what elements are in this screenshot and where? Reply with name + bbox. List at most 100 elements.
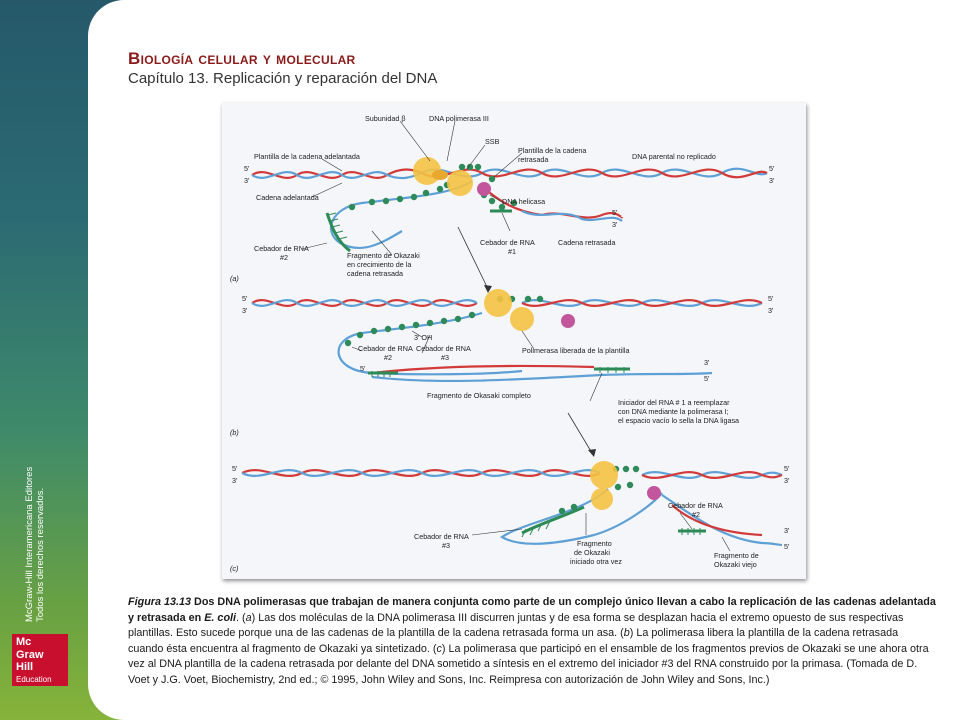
label-primer-3-num: #3: [441, 353, 449, 362]
label-primer-3: Cebador de RNA: [414, 532, 469, 541]
dna-helicase: [561, 314, 575, 328]
label-primer-2-num: #2: [384, 353, 392, 362]
label-primer-1-note-2: con DNA mediante la polimerasa I;: [618, 407, 729, 416]
caption-text: ) Las dos moléculas de la DNA polimerasa…: [128, 611, 904, 640]
end-label: 5': [704, 374, 710, 383]
dna-helicase: [647, 486, 661, 500]
panel-b: 3' OH Cebador de RNA #2 Cebador de RNA #…: [230, 289, 774, 457]
ssb-proteins: [348, 163, 518, 211]
caption-text: ) La polimerasa libera la plantilla de l…: [128, 627, 899, 655]
end-label: 3': [244, 176, 250, 185]
lagging-template-loop: [329, 180, 473, 249]
slide-subtitle: Capítulo 13. Replicación y reparación de…: [128, 70, 438, 87]
end-label: 3': [612, 220, 618, 229]
panel-a: Subunidad β DNA polimerasa III SSB Plant…: [230, 114, 775, 293]
parental-strand-red: [421, 168, 768, 179]
copyright-side-text: McGraw-Hill Interamericana Editores Todo…: [24, 402, 46, 622]
transition-arrow-bc: [567, 412, 593, 454]
end-label: 5': [232, 464, 238, 473]
primer-rungs: [371, 367, 625, 377]
end-label: 5': [244, 164, 250, 173]
caption-species: E. coli: [204, 611, 237, 624]
logo-line: Graw: [16, 648, 44, 661]
transition-arrow-ab: [457, 226, 489, 290]
label-lagging-template: Plantilla de la cadena: [518, 146, 586, 155]
label-leading-strand: Cadena adelantada: [256, 193, 319, 202]
dna-polymerase-iii: [590, 461, 618, 489]
end-label: 5': [242, 294, 248, 303]
leading-strand: [251, 171, 423, 180]
logo-line: Hill: [16, 661, 34, 673]
leading-strand: [251, 299, 478, 307]
label-primer-3: Cebador de RNA: [416, 344, 471, 353]
dna-helicase: [477, 182, 491, 196]
caption-panel-ref: b: [623, 627, 630, 639]
dna-polymerase-iii-lagging: [591, 488, 613, 510]
end-label: 3': [768, 306, 774, 315]
end-label: 5': [768, 294, 774, 303]
arrowhead: [484, 285, 492, 293]
label-primer-2-num: #2: [280, 253, 288, 262]
lagging-template: [371, 371, 713, 383]
panel-a-tag: (a): [230, 274, 239, 283]
caption-label: Figura 13.13: [128, 596, 192, 608]
label-dna-helicase: DNA helicasa: [502, 197, 545, 206]
label-primer-1-note: Iniciador del RNA # 1 a reemplazar: [618, 398, 730, 407]
end-label: 5': [784, 542, 790, 551]
panel-b-tag: (b): [230, 428, 239, 437]
label-primer-2: Cebador de RNA: [668, 501, 723, 510]
label-subunit-beta: Subunidad β: [365, 114, 406, 123]
panel-c: Cebador de RNA #3 Fragmento de Okazaki i…: [230, 461, 790, 573]
label-primer-3-num: #3: [442, 541, 450, 550]
replication-diagram: Subunidad β DNA polimerasa III SSB Plant…: [230, 114, 790, 573]
label-3oh: 3' OH: [414, 333, 432, 342]
end-label: 5': [360, 364, 366, 373]
end-label: 3': [784, 476, 790, 485]
figure-caption: Figura 13.13 Dos DNA polimerasas que tra…: [128, 595, 936, 688]
lagging-loop: [499, 488, 663, 545]
end-label: 3': [232, 476, 238, 485]
replication-figure: Subunidad β DNA polimerasa III SSB Plant…: [222, 103, 806, 579]
label-okazaki-old-2: Okazaki viejo: [714, 560, 757, 569]
label-okazaki-growing: Fragmento de Okazaki: [347, 251, 420, 260]
label-primer-2: Cebador de RNA: [254, 244, 309, 253]
label-okazaki-complete: Fragmento de Okasaki completo: [427, 391, 531, 400]
arrowhead: [588, 449, 596, 457]
label-dna-pol-iii: DNA polimerasa III: [429, 114, 489, 123]
label-leading-template: Plantilla de la cadena adelantada: [254, 152, 360, 161]
end-label: 3': [704, 358, 710, 367]
parental-strand-red: [521, 299, 763, 307]
rna-primer-3: [521, 505, 585, 535]
panel-b-leaders: [351, 330, 603, 402]
panel-c-tag: (c): [230, 564, 238, 573]
label-okazaki-growing-3: cadena retrasada: [347, 269, 403, 278]
publisher-text: McGraw-Hill Interamericana Editores: [24, 466, 35, 622]
beta-subunit: [432, 170, 448, 180]
caption-text: ) La polimerasa que participó en el ensa…: [128, 642, 929, 686]
okazaki-complete: [371, 364, 595, 375]
parental-strand-red: [641, 471, 783, 479]
label-lagging-strand: Cadena retrasada: [558, 238, 616, 247]
label-ssb: SSB: [485, 137, 500, 146]
end-label: 5': [612, 208, 618, 217]
leading-strand: [241, 469, 601, 477]
mcgraw-hill-logo: Mc Graw Hill Education: [12, 634, 68, 686]
end-label: 3': [784, 526, 790, 535]
end-label: 3': [242, 306, 248, 315]
panel-a-leaders: [301, 120, 523, 256]
label-polymerase-released: Polimerasa liberada de la plantilla: [522, 346, 629, 355]
label-parental-dna: DNA parental no replicado: [632, 152, 716, 161]
rights-text: Todos los derechos reservados.: [35, 487, 46, 622]
end-label: 5': [769, 164, 775, 173]
label-okazaki-new: Fragmento: [577, 539, 612, 548]
primer-2-rungs: [327, 212, 348, 240]
end-label: 5': [784, 464, 790, 473]
label-primer-1-note-3: el espacio vacío lo sella la DNA ligasa: [618, 416, 739, 425]
label-okazaki-growing-2: en crecimiento de la: [347, 260, 411, 269]
caption-panel-ref: c: [436, 642, 442, 655]
label-okazaki-old: Fragmento de: [714, 551, 759, 560]
lagging-strand-blue: [521, 210, 623, 222]
okazaki-old: [671, 504, 763, 537]
logo-line: Mc: [16, 636, 32, 648]
dna-polymerase-iii-lagging: [447, 170, 473, 196]
